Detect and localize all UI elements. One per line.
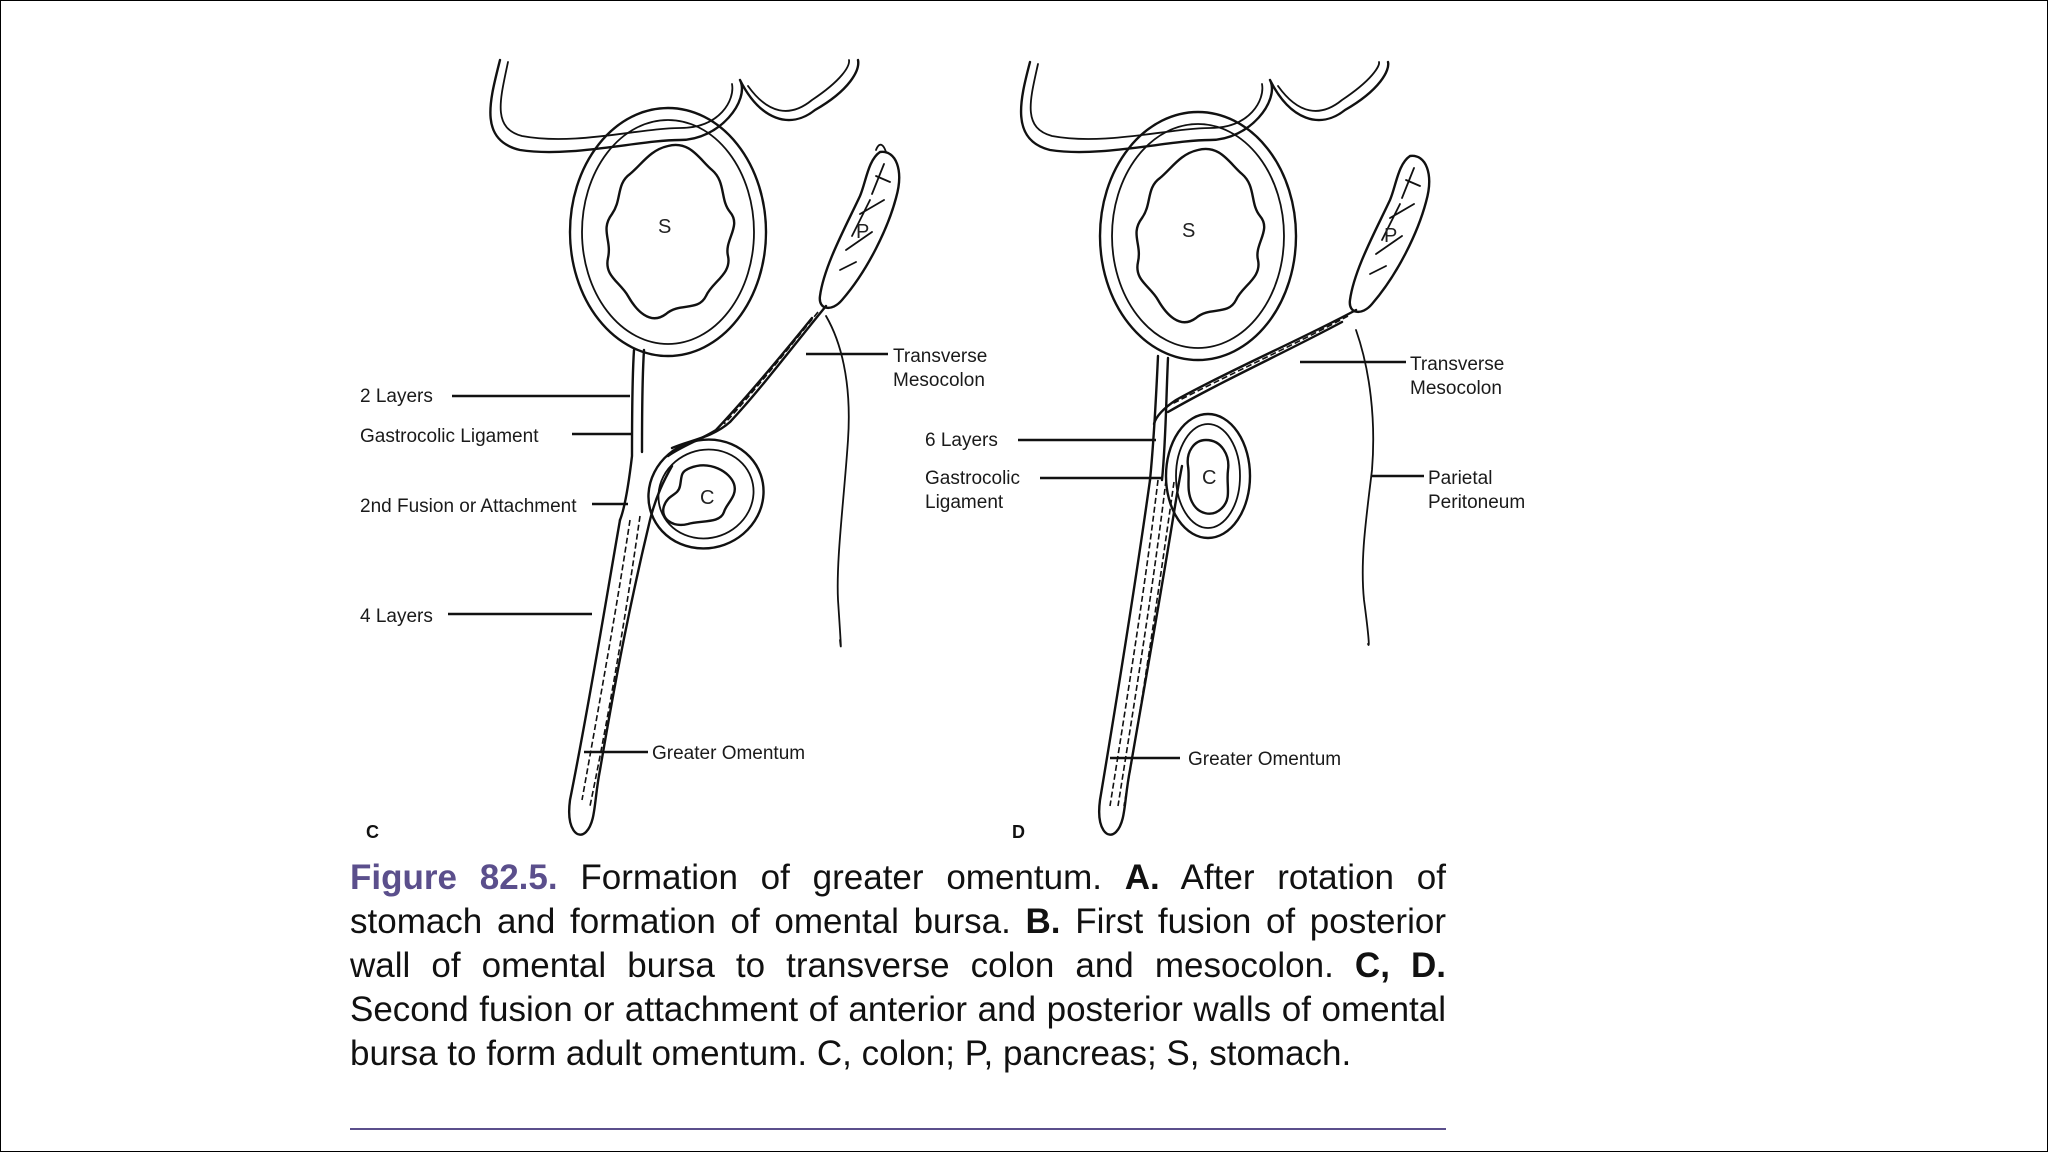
label-2-layers: 2 Layers xyxy=(360,386,433,407)
panel-c-colon-letter: C xyxy=(700,487,714,509)
panel-d-pancreas xyxy=(1348,154,1431,313)
caption-b-label: B. xyxy=(1025,902,1061,941)
caption-b-text: First fusion of posterior wall of omenta… xyxy=(350,902,1446,985)
label-2nd-fusion: 2nd Fusion or Attachment xyxy=(360,496,577,517)
panel-d-stomach-lumen xyxy=(1135,147,1266,324)
caption-cd-text: Second fusion or attachment of anterior … xyxy=(350,990,1446,1073)
caption-intro: Formation of greater omentum. xyxy=(557,858,1125,897)
label-transverse-d-1: Transverse xyxy=(1410,354,1504,375)
caption-cd-label: C, D. xyxy=(1354,946,1447,985)
label-transverse-c-2: Mesocolon xyxy=(893,370,985,391)
panel-c-stomach-wall xyxy=(568,106,768,358)
panel-d-pancreas-letter: P xyxy=(1384,225,1397,247)
figure-label: Figure 82.5. xyxy=(350,858,558,897)
caption-a-text: After rotation of stomach and formation … xyxy=(350,858,1446,941)
figure-caption: Figure 82.5. Formation of greater omentu… xyxy=(350,856,1446,1076)
panel-c-stomach-lumen xyxy=(605,143,736,320)
label-greater-omentum-c: Greater Omentum xyxy=(652,743,805,764)
panel-c-pancreas-letter: P xyxy=(856,221,869,243)
label-gastrocolic-d-1: Gastrocolic xyxy=(925,468,1020,489)
label-greater-omentum-d: Greater Omentum xyxy=(1188,749,1341,770)
panel-c: S P C 2 Layers Gastrocolic Ligam xyxy=(360,58,987,842)
omentum-diagram: S P C 2 Layers Gastrocolic Ligam xyxy=(360,58,1525,842)
label-parietal-1: Parietal xyxy=(1428,468,1492,489)
panel-c-abdominal-wall xyxy=(489,58,860,154)
panel-d-stomach-letter: S xyxy=(1182,220,1195,242)
panel-letter-c: C xyxy=(366,822,379,842)
label-transverse-d-2: Mesocolon xyxy=(1410,378,1502,399)
label-6-layers: 6 Layers xyxy=(925,430,998,451)
label-4-layers: 4 Layers xyxy=(360,606,433,627)
panel-c-stomach-letter: S xyxy=(658,216,671,238)
panel-letter-d: D xyxy=(1012,822,1025,842)
caption-a-label: A. xyxy=(1124,858,1160,897)
label-gastrocolic-d-2: Ligament xyxy=(925,492,1004,513)
panel-d-colon xyxy=(1164,412,1252,540)
label-transverse-c-1: Transverse xyxy=(893,346,987,367)
panel-d: S P C 6 Layers Gastrocolic Ligament Tra xyxy=(925,60,1525,842)
caption-rule xyxy=(350,1128,1446,1130)
panel-c-pancreas xyxy=(818,150,901,309)
panel-c-greater-omentum xyxy=(568,464,674,836)
panel-d-greater-omentum xyxy=(1098,464,1184,836)
label-parietal-2: Peritoneum xyxy=(1428,492,1525,513)
panel-d-colon-letter: C xyxy=(1202,467,1216,489)
panel-d-stomach-wall xyxy=(1098,110,1298,362)
label-gastrocolic-ligament: Gastrocolic Ligament xyxy=(360,426,539,447)
